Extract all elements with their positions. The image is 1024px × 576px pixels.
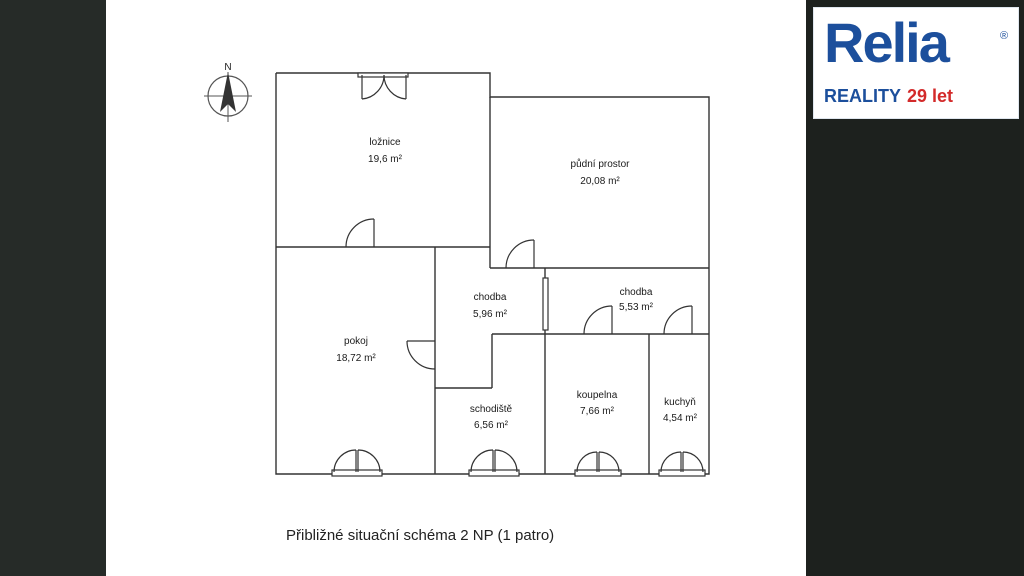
room-area: 18,72 m² (336, 353, 376, 364)
door-icon (505, 239, 535, 269)
window-icon (331, 449, 383, 477)
door-icon (357, 72, 409, 100)
doors (331, 72, 706, 477)
logo-wordmark: Relia (824, 11, 950, 74)
room-name: chodba (474, 292, 507, 303)
room-name: schodiště (470, 404, 513, 415)
room-name: půdní prostor (571, 158, 631, 170)
room-area: 20,08 m² (580, 176, 620, 187)
room-pudni-prostor: půdní prostor 20,08 m² (571, 158, 631, 187)
compass-icon: N (204, 62, 252, 122)
room-koupelna: koupelna 7,66 m² (577, 390, 618, 417)
logo-subtitle-text: REALITY (824, 86, 902, 106)
room-area: 5,96 m² (473, 309, 508, 320)
door-icon (663, 305, 693, 335)
room-name: koupelna (577, 390, 618, 401)
door-icon (583, 305, 613, 335)
plan-caption: Přibližné situační schéma 2 NP (1 patro) (286, 527, 555, 544)
room-area: 7,66 m² (580, 406, 615, 417)
room-kuchyn: kuchyň 4,54 m² (663, 397, 698, 424)
room-chodba: chodba 5,96 m² (473, 292, 508, 320)
compass-north-label: N (224, 62, 231, 73)
room-chodba: chodba 5,53 m² (619, 287, 654, 313)
door-icon (345, 218, 375, 248)
window-icon (574, 451, 622, 477)
dark-background-left (0, 0, 106, 576)
registered-mark-icon: ® (1000, 30, 1009, 42)
room-area: 4,54 m² (663, 413, 698, 424)
room-area: 6,56 m² (474, 420, 509, 431)
room-area: 5,53 m² (619, 302, 654, 313)
room-area: 19,6 m² (368, 154, 403, 165)
logo-years: 29 let (907, 86, 954, 106)
room-name: pokoj (344, 336, 368, 347)
room-name: kuchyň (664, 397, 696, 408)
window-icon (658, 451, 706, 477)
window-icon (468, 449, 520, 477)
room-pokoj: pokoj 18,72 m² (336, 336, 376, 364)
room-name: ložnice (369, 137, 401, 148)
room-schodiste: schodiště 6,56 m² (470, 404, 513, 431)
room-name: chodba (620, 287, 653, 298)
door-icon (542, 277, 549, 331)
door-icon (406, 340, 436, 370)
room-loznice: ložnice 19,6 m² (368, 137, 403, 165)
